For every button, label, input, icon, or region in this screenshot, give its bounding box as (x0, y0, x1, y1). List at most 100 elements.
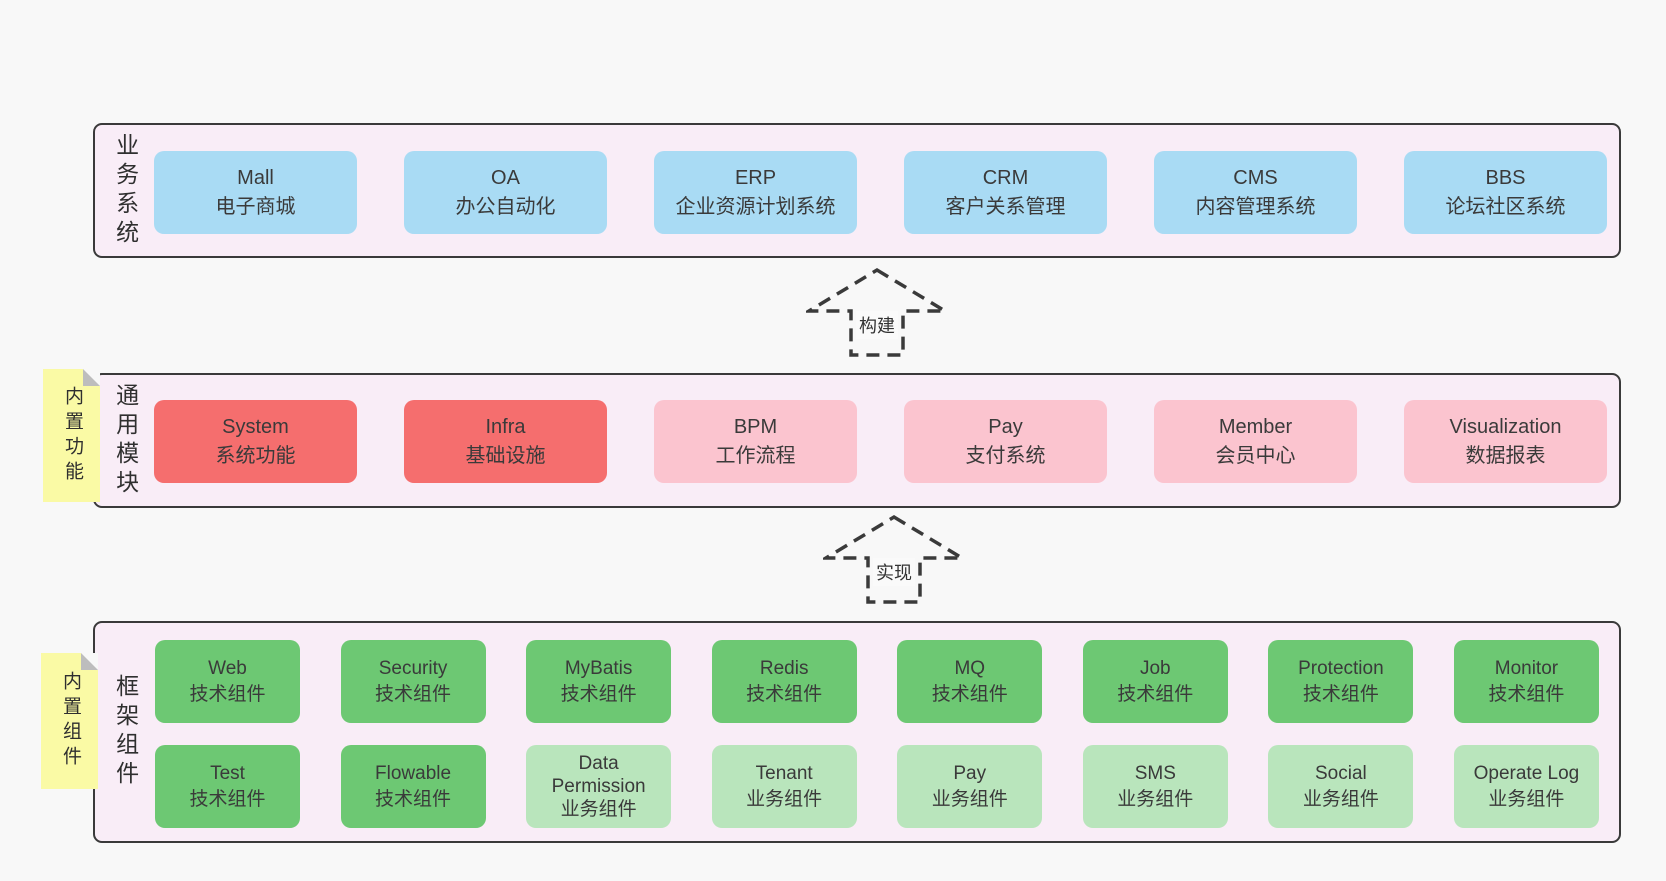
framework-components-section: 框架组件 Web 技术组件 Security 技术组件 MyBatis 技术组件… (93, 621, 1621, 843)
box-subtitle: 内容管理系统 (1195, 195, 1316, 218)
box-subtitle: 技术组件 (746, 683, 823, 705)
box-subtitle: 业务组件 (1117, 788, 1194, 810)
box-title: Protection (1298, 657, 1384, 679)
up-arrow-icon (823, 514, 965, 604)
section-label-modules: 通用模块 (101, 375, 149, 506)
box-title: Job (1139, 657, 1171, 679)
box-title: CMS (1233, 167, 1278, 190)
box-job: Job 技术组件 (1082, 640, 1228, 723)
box-title: Test (210, 762, 245, 784)
box-cms: CMS 内容管理系统 (1154, 151, 1357, 234)
box-subtitle: 业务组件 (746, 788, 823, 810)
box-tenant: Tenant 业务组件 (711, 745, 857, 828)
builtin-functions-note: 内置功能 (43, 369, 100, 502)
section-label-text: 框架组件 (112, 674, 139, 790)
box-subtitle: 业务组件 (560, 799, 637, 821)
build-arrow: 构建 (806, 267, 948, 358)
box-subtitle: 系统功能 (215, 444, 296, 467)
box-title: Operate Log (1473, 762, 1580, 784)
implement-arrow: 实现 (823, 514, 965, 605)
box-subtitle: 支付系统 (965, 444, 1046, 467)
box-subtitle: 办公自动化 (455, 195, 556, 218)
box-bpm: BPM 工作流程 (654, 400, 857, 483)
note-text: 内置功能 (61, 385, 83, 486)
box-redis: Redis 技术组件 (711, 640, 857, 723)
box-title: Mall (237, 167, 274, 190)
box-subtitle: 技术组件 (1302, 683, 1379, 705)
box-title: Infra (485, 416, 526, 439)
box-pay-system: Pay 支付系统 (904, 400, 1107, 483)
box-subtitle: 技术组件 (375, 683, 452, 705)
box-subtitle: 客户关系管理 (945, 195, 1066, 218)
box-title: Tenant (755, 762, 813, 784)
box-subtitle: 业务组件 (1302, 788, 1379, 810)
box-data-permission: Data Permission 业务组件 (526, 745, 672, 828)
box-subtitle: 技术组件 (1117, 683, 1194, 705)
box-title: System (222, 416, 289, 439)
box-visualization: Visualization 数据报表 (1404, 400, 1607, 483)
box-title: Social (1315, 762, 1367, 784)
box-test: Test 技术组件 (155, 745, 300, 828)
box-subtitle: 企业资源计划系统 (675, 195, 836, 218)
box-subtitle: 论坛社区系统 (1445, 195, 1566, 218)
note-text: 内置组件 (59, 671, 81, 771)
box-subtitle: 技术组件 (560, 683, 637, 705)
box-web: Web 技术组件 (155, 640, 300, 723)
box-subtitle: 电子商城 (215, 195, 296, 218)
box-social: Social 业务组件 (1268, 745, 1414, 828)
box-monitor: Monitor 技术组件 (1453, 640, 1599, 723)
builtin-components-note: 内置组件 (41, 653, 98, 789)
box-subtitle: 业务组件 (1488, 788, 1565, 810)
box-title: OA (491, 167, 520, 190)
box-title: Data Permission (551, 752, 646, 797)
box-bbs: BBS 论坛社区系统 (1404, 151, 1607, 234)
box-title: Pay (988, 416, 1023, 439)
box-subtitle: 技术组件 (189, 683, 266, 705)
business-systems-section: 业务系统 Mall 电子商城 OA 办公自动化 ERP 企业资源计划系统 CRM… (93, 123, 1621, 258)
box-title: SMS (1134, 762, 1176, 784)
modules-boxes-row: System 系统功能 Infra 基础设施 BPM 工作流程 Pay 支付系统… (154, 400, 1607, 483)
up-arrow-icon (806, 267, 948, 357)
components-row-1: Web 技术组件 Security 技术组件 MyBatis 技术组件 Redi… (155, 640, 1599, 723)
box-title: Monitor (1494, 657, 1559, 679)
components-row-2: Test 技术组件 Flowable 技术组件 Data Permission … (155, 745, 1599, 828)
box-oa: OA 办公自动化 (404, 151, 607, 234)
box-subtitle: 工作流程 (715, 444, 796, 467)
box-subtitle: 技术组件 (931, 683, 1008, 705)
box-member: Member 会员中心 (1154, 400, 1357, 483)
box-subtitle: 技术组件 (1488, 683, 1565, 705)
folded-corner-icon (83, 369, 100, 386)
box-title: Redis (759, 657, 809, 679)
box-subtitle: 会员中心 (1215, 444, 1296, 467)
box-title: BPM (733, 416, 778, 439)
box-subtitle: 业务组件 (931, 788, 1008, 810)
box-mall: Mall 电子商城 (154, 151, 357, 234)
box-title: ERP (734, 167, 777, 190)
folded-corner-icon (81, 653, 98, 670)
box-mybatis: MyBatis 技术组件 (526, 640, 672, 723)
business-boxes-row: Mall 电子商城 OA 办公自动化 ERP 企业资源计划系统 CRM 客户关系… (154, 151, 1607, 234)
box-title: Flowable (375, 762, 452, 784)
section-label-components: 框架组件 (101, 623, 149, 841)
box-title: BBS (1485, 167, 1526, 190)
box-title: Security (378, 657, 448, 679)
box-subtitle: 技术组件 (189, 788, 266, 810)
box-title: Pay (953, 762, 987, 784)
box-mq: MQ 技术组件 (897, 640, 1043, 723)
box-operate-log: Operate Log 业务组件 (1453, 745, 1599, 828)
common-modules-section: 通用模块 System 系统功能 Infra 基础设施 BPM 工作流程 Pay… (93, 373, 1621, 508)
section-label-text: 业务系统 (112, 132, 139, 249)
box-title: Member (1218, 416, 1293, 439)
box-title: Visualization (1449, 416, 1562, 439)
box-title: MyBatis (564, 657, 633, 679)
box-system: System 系统功能 (154, 400, 357, 483)
box-pay-component: Pay 业务组件 (897, 745, 1043, 828)
box-infra: Infra 基础设施 (404, 400, 607, 483)
box-protection: Protection 技术组件 (1268, 640, 1414, 723)
box-erp: ERP 企业资源计划系统 (654, 151, 857, 234)
box-subtitle: 基础设施 (465, 444, 546, 467)
box-flowable: Flowable 技术组件 (340, 745, 486, 828)
section-label-text: 通用模块 (112, 382, 139, 499)
box-subtitle: 数据报表 (1465, 444, 1546, 467)
